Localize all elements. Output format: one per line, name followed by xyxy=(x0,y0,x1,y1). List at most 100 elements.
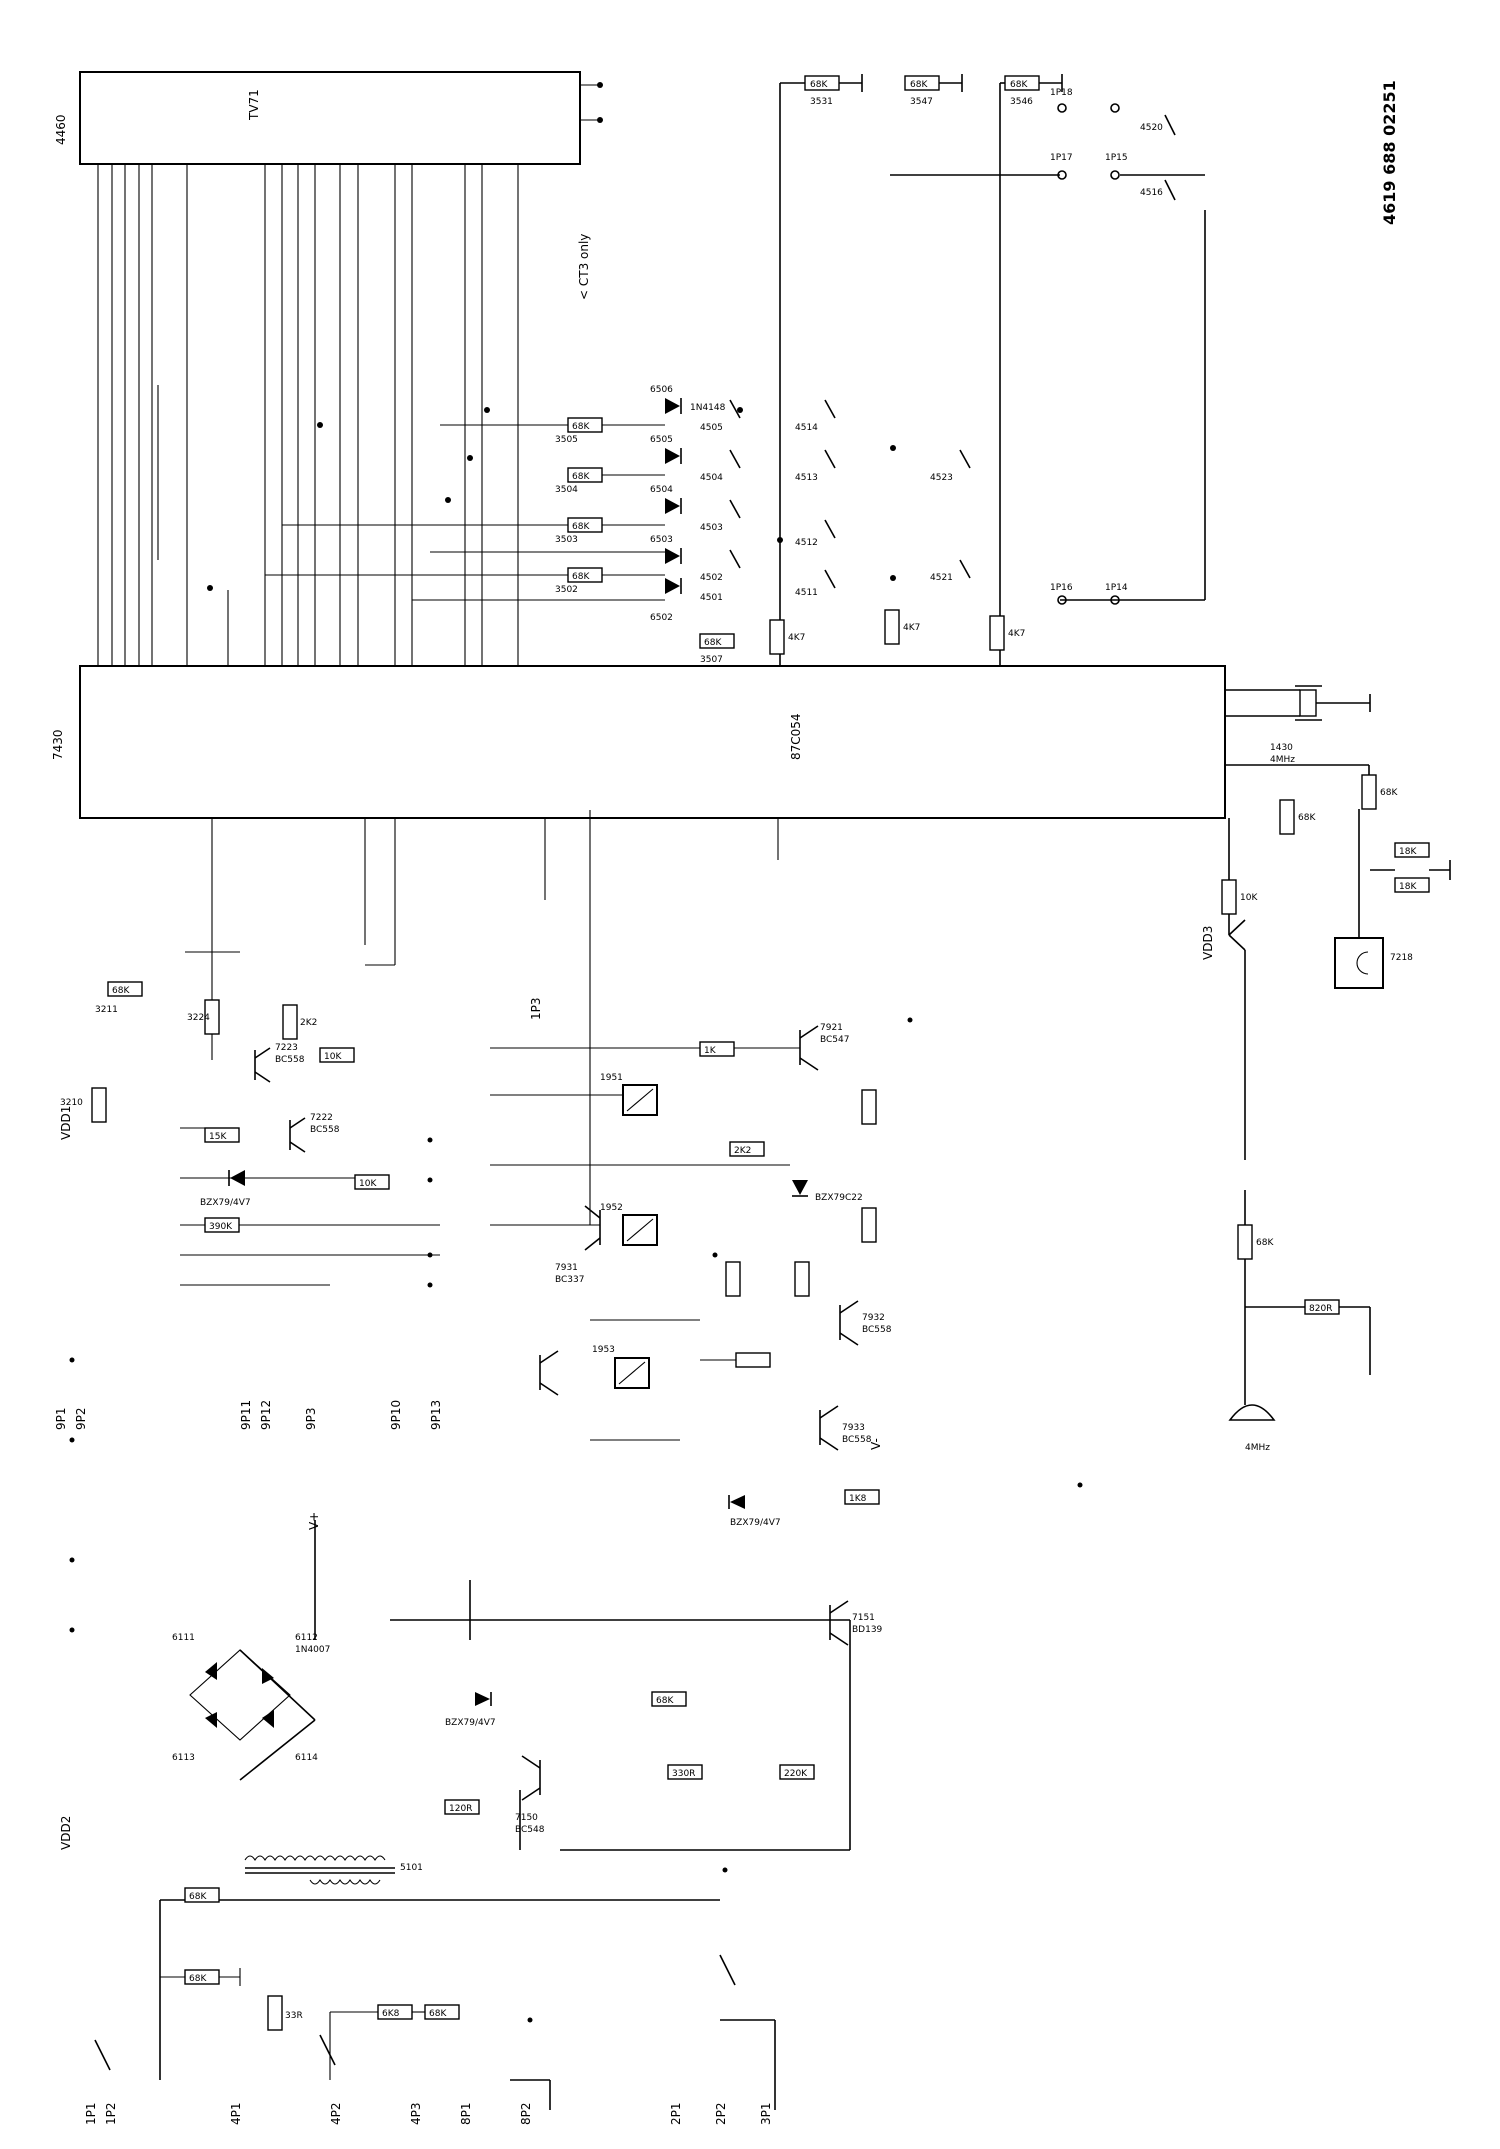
svg-text:VDD3: VDD3 xyxy=(1201,926,1215,960)
svg-text:BC547: BC547 xyxy=(820,1035,849,1045)
svg-text:3211: 3211 xyxy=(95,1005,118,1015)
ic-4460-part: TV71 xyxy=(247,89,261,121)
svg-text:6503: 6503 xyxy=(650,535,673,545)
svg-text:15K: 15K xyxy=(209,1132,227,1142)
svg-text:V-: V- xyxy=(869,1438,883,1450)
svg-text:4K7: 4K7 xyxy=(1008,629,1025,639)
svg-text:3502: 3502 xyxy=(555,585,578,595)
svg-text:4K7: 4K7 xyxy=(903,623,920,633)
svg-text:1N4148: 1N4148 xyxy=(690,403,726,413)
svg-text:7921: 7921 xyxy=(820,1023,843,1033)
matrix-rows xyxy=(265,424,665,601)
matrix-resistors: 68K 68K 68K 68K xyxy=(567,417,603,583)
svg-text:4513: 4513 xyxy=(795,473,818,483)
scatter-dots xyxy=(69,1017,1083,2023)
svg-text:3504: 3504 xyxy=(555,485,578,495)
svg-text:18K: 18K xyxy=(1399,882,1417,892)
svg-text:120R: 120R xyxy=(449,1804,472,1814)
svg-text:4521: 4521 xyxy=(930,573,953,583)
matrix-resistor-refs: 3505 3504 3503 3502 xyxy=(555,435,578,595)
supply-wires xyxy=(159,1520,851,2080)
svg-text:3531: 3531 xyxy=(810,97,833,107)
power-components: 68K 68K 33R 6K8 68K xyxy=(160,1887,460,2080)
svg-text:68K: 68K xyxy=(1298,813,1316,823)
svg-text:7933: 7933 xyxy=(842,1423,865,1433)
svg-text:7150: 7150 xyxy=(515,1813,538,1823)
svg-text:9P11: 9P11 xyxy=(239,1400,253,1430)
svg-text:7932: 7932 xyxy=(862,1313,885,1323)
svg-text:6505: 6505 xyxy=(650,435,673,445)
svg-text:1K8: 1K8 xyxy=(849,1494,867,1504)
svg-text:BC558: BC558 xyxy=(275,1055,305,1065)
svg-text:68K: 68K xyxy=(429,2009,447,2019)
right-switches: 4520 4516 xyxy=(890,114,1206,601)
svg-text:68K: 68K xyxy=(704,638,722,648)
matrix-diodes xyxy=(665,398,682,594)
svg-text:4520: 4520 xyxy=(1140,123,1163,133)
svg-text:1P14: 1P14 xyxy=(1105,583,1128,593)
svg-text:3503: 3503 xyxy=(555,535,578,545)
left-components: 68K 3211 3224 2K2 10K 15K 390K 10K 3210 xyxy=(60,981,390,1233)
svg-text:68K: 68K xyxy=(572,572,590,582)
svg-text:68K: 68K xyxy=(189,1892,207,1902)
svg-text:8P2: 8P2 xyxy=(519,2102,533,2125)
ct3-note: < CT3 only xyxy=(577,234,591,300)
svg-text:4504: 4504 xyxy=(700,473,723,483)
top-resistors: 68K 3531 68K 3547 68K 3546 xyxy=(804,74,1063,107)
svg-text:9P12: 9P12 xyxy=(259,1400,273,1430)
svg-text:330R: 330R xyxy=(672,1769,695,1779)
svg-text:68K: 68K xyxy=(1380,788,1398,798)
svg-text:4MHz: 4MHz xyxy=(1270,755,1295,765)
svg-text:4505: 4505 xyxy=(700,423,723,433)
svg-text:9P10: 9P10 xyxy=(389,1400,403,1430)
matrix-diode-labels: 6506 6505 6504 6503 6502 1N4148 xyxy=(650,385,726,623)
svg-text:9P13: 9P13 xyxy=(429,1400,443,1430)
svg-text:7931: 7931 xyxy=(555,1263,578,1273)
bridge-rectifier: 6111 6112 6113 6114 1N4007 xyxy=(172,1633,330,1763)
svg-text:4502: 4502 xyxy=(700,573,723,583)
svg-text:390K: 390K xyxy=(209,1222,233,1232)
svg-text:6113: 6113 xyxy=(172,1753,195,1763)
ic-7430-ref: 7430 xyxy=(51,729,65,760)
svg-text:7218: 7218 xyxy=(1390,953,1413,963)
svg-text:VDD1: VDD1 xyxy=(59,1106,73,1140)
svg-text:4501: 4501 xyxy=(700,593,723,603)
ic-7430 xyxy=(79,665,1226,819)
svg-text:7223: 7223 xyxy=(275,1043,298,1053)
bottom-switches xyxy=(94,1954,776,2110)
svg-text:1P2: 1P2 xyxy=(104,2102,118,2125)
svg-text:2P2: 2P2 xyxy=(714,2102,728,2125)
svg-text:68K: 68K xyxy=(189,1974,207,1984)
svg-text:6K8: 6K8 xyxy=(382,2009,400,2019)
svg-text:68K: 68K xyxy=(1256,1238,1274,1248)
svg-text:10K: 10K xyxy=(1240,893,1258,903)
svg-text:BC558: BC558 xyxy=(842,1435,872,1445)
crystal-1430: 1430 4MHz xyxy=(1225,685,1371,765)
svg-text:3210: 3210 xyxy=(60,1098,83,1108)
right-testpoints: 1P18 1P17 1P16 1P15 1P14 xyxy=(1050,88,1128,605)
ic-4460-ref: 4460 xyxy=(54,114,68,145)
svg-text:68K: 68K xyxy=(656,1696,674,1706)
svg-text:1430: 1430 xyxy=(1270,743,1293,753)
mid-resistors: 1K 2K2 68K 330R 220K 120R 1K8 xyxy=(444,1041,880,1815)
svg-text:220K: 220K xyxy=(784,1769,808,1779)
svg-text:1P15: 1P15 xyxy=(1105,153,1128,163)
svg-text:68K: 68K xyxy=(1010,80,1028,90)
svg-text:820R: 820R xyxy=(1309,1304,1332,1314)
relays: 1951 1952 1953 xyxy=(592,1073,658,1389)
svg-text:4P1: 4P1 xyxy=(229,2102,243,2125)
svg-text:V+: V+ xyxy=(307,1512,321,1530)
svg-text:4MHz: 4MHz xyxy=(1245,1443,1270,1453)
svg-text:68K: 68K xyxy=(910,80,928,90)
svg-text:9P2: 9P2 xyxy=(74,1407,88,1430)
left-wires xyxy=(180,818,440,1286)
svg-text:3547: 3547 xyxy=(910,97,933,107)
matrix-switch-labels: 4505 4504 4503 4502 4501 4514 4513 4512 … xyxy=(700,423,953,603)
svg-text:18K: 18K xyxy=(1399,847,1417,857)
svg-text:6504: 6504 xyxy=(650,485,673,495)
svg-text:9P1: 9P1 xyxy=(54,1407,68,1430)
document-number: 4619 688 02251 xyxy=(1380,80,1399,225)
svg-text:4514: 4514 xyxy=(795,423,818,433)
